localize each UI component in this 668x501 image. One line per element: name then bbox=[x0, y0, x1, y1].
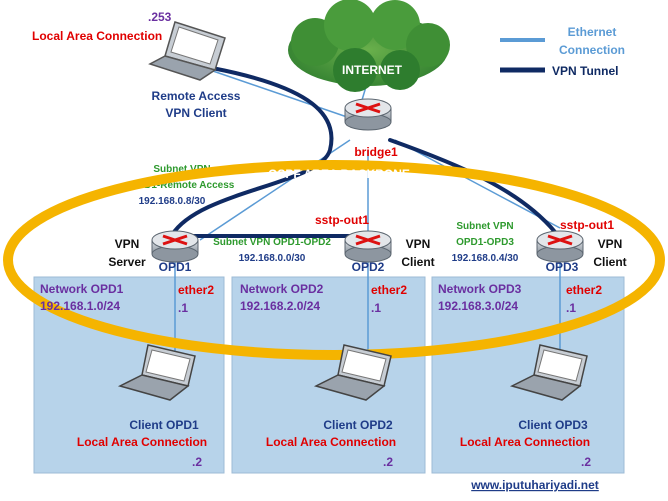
client-opd2-laptop-icon bbox=[313, 344, 392, 401]
subnet-opd13-line1: Subnet VPN bbox=[456, 221, 513, 232]
subnet-remote-line2: OPD1-Remote Access bbox=[130, 180, 235, 191]
subnet-remote-line3: 192.168.0.8/30 bbox=[139, 196, 206, 207]
network-opd2-label: Network OPD2 bbox=[240, 282, 324, 296]
client-opd3-laptop-icon bbox=[509, 344, 588, 401]
legend-vpn-label: VPN Tunnel bbox=[552, 64, 618, 78]
client-opd3-conn: Local Area Connection bbox=[460, 435, 590, 449]
legend: Ethernet Connection VPN Tunnel bbox=[500, 25, 625, 78]
remote-laptop-icon bbox=[148, 21, 226, 81]
router-opd2-icon bbox=[344, 230, 392, 263]
client-opd3-name: Client OPD3 bbox=[518, 418, 588, 432]
client-opd2-host: .2 bbox=[383, 455, 393, 469]
network-opd1-label: Network OPD1 bbox=[40, 282, 124, 296]
client-opd1-host: .2 bbox=[192, 455, 202, 469]
router-opd3-role-line2: Client bbox=[593, 255, 626, 269]
router-opd1-role-line1: VPN bbox=[115, 237, 140, 251]
subnet-opd13-line3: 192.168.0.4/30 bbox=[452, 253, 519, 264]
subnet-opd12-line1: Subnet VPN OPD1-OPD2 bbox=[213, 237, 331, 248]
isp-label: ISP bbox=[360, 129, 379, 143]
client-opd2-conn: Local Area Connection bbox=[266, 435, 396, 449]
network-opd2-gw: .1 bbox=[371, 301, 381, 315]
router-opd3-interface: sstp-out1 bbox=[560, 218, 614, 232]
client-opd1-name: Client OPD1 bbox=[129, 418, 199, 432]
client-opd1-conn: Local Area Connection bbox=[77, 435, 207, 449]
network-opd1-gw: .1 bbox=[178, 301, 188, 315]
internet-label: INTERNET bbox=[342, 63, 403, 77]
network-opd1-subnet: 192.168.1.0/24 bbox=[40, 299, 120, 313]
subnet-remote-line1: Subnet VPN bbox=[153, 164, 210, 175]
router-opd2-interface: sstp-out1 bbox=[315, 213, 369, 227]
remote-title-line1: Remote Access bbox=[152, 89, 241, 103]
client-opd1-laptop-icon bbox=[117, 344, 196, 401]
internet-cloud: INTERNET bbox=[288, 0, 450, 92]
router-opd3-role-line1: VPN bbox=[598, 237, 623, 251]
subnet-opd13-line2: OPD1-OPD3 bbox=[456, 237, 514, 248]
subnet-opd12-line2: 192.168.0.0/30 bbox=[239, 253, 306, 264]
router-opd1-name: OPD1 bbox=[159, 260, 192, 274]
remote-title-line2: VPN Client bbox=[165, 106, 226, 120]
lan-panel-opd2 bbox=[231, 276, 426, 474]
network-opd1-iface: ether2 bbox=[178, 283, 214, 297]
remote-conn-label: Local Area Connection bbox=[32, 29, 162, 43]
network-opd3-gw: .1 bbox=[566, 301, 576, 315]
client-opd3-host: .2 bbox=[581, 455, 591, 469]
network-opd2-iface: ether2 bbox=[371, 283, 407, 297]
router-opd2-role-line2: Client bbox=[401, 255, 434, 269]
network-opd3-iface: ether2 bbox=[566, 283, 602, 297]
network-opd2-subnet: 192.168.2.0/24 bbox=[240, 299, 320, 313]
router-opd2-role-line1: VPN bbox=[406, 237, 431, 251]
ospf-label: OSPF AREA BACKBONE bbox=[268, 167, 410, 181]
ospf-area-ring bbox=[3, 160, 665, 360]
website-link[interactable]: www.iputuhariyadi.net bbox=[470, 478, 599, 492]
router-opd3-icon bbox=[536, 230, 584, 263]
router-opd1-role-line2: Server bbox=[108, 255, 146, 269]
legend-ethernet-line1: Ethernet bbox=[568, 25, 617, 39]
router-opd3-name: OPD3 bbox=[546, 260, 579, 274]
client-opd2-name: Client OPD2 bbox=[323, 418, 393, 432]
network-opd3-subnet: 192.168.3.0/24 bbox=[438, 299, 518, 313]
lan-panel-opd3 bbox=[431, 276, 625, 474]
router-opd2-name: OPD2 bbox=[352, 260, 385, 274]
legend-ethernet-line2: Connection bbox=[559, 43, 625, 57]
remote-ip: .253 bbox=[148, 10, 172, 24]
isp-router-icon bbox=[344, 98, 392, 131]
isp-interface: bridge1 bbox=[354, 145, 398, 159]
network-opd3-label: Network OPD3 bbox=[438, 282, 522, 296]
router-opd1-icon bbox=[151, 230, 199, 263]
